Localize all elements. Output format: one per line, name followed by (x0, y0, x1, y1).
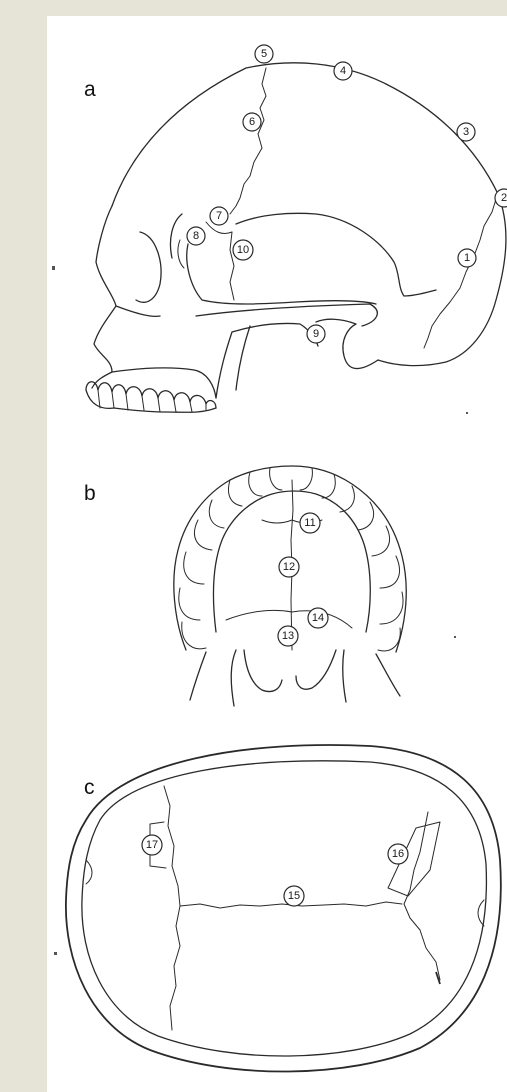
marker-2-label: 2 (501, 192, 507, 204)
temporal-contour (236, 213, 436, 296)
marker-3-label: 3 (463, 126, 469, 138)
calvaria-top-view: c 15 16 17 (54, 745, 501, 1072)
marker-9-label: 9 (313, 328, 319, 340)
panel-letter-a: a (84, 78, 96, 101)
marker-3: 3 (457, 123, 475, 141)
squamosal-suture (230, 232, 234, 300)
cranial-vault-outline (112, 63, 506, 366)
transverse-palatine-suture (226, 610, 352, 628)
upper-teeth (86, 382, 216, 413)
calvaria-inner-rim (82, 761, 487, 1056)
marker-1: 1 (458, 249, 476, 267)
coronal-suture-top (164, 786, 180, 1030)
posterior-palate-lines (190, 650, 400, 706)
marker-12: 12 (279, 557, 299, 577)
marker-13: 13 (278, 626, 298, 646)
marker-7: 7 (210, 207, 228, 225)
marker-4: 4 (334, 62, 352, 80)
occipital-base-outline (316, 319, 378, 368)
face-outline (92, 206, 116, 388)
marker-13-label: 13 (282, 630, 294, 642)
marker-17-label: 17 (146, 839, 158, 851)
marker-16: 16 (388, 844, 408, 864)
marker-1-label: 1 (464, 252, 470, 264)
palate-view: b 11 12 13 14 (84, 466, 456, 706)
marker-6: 6 (243, 113, 261, 131)
marker-9: 9 (307, 325, 325, 343)
marker-14-label: 14 (312, 612, 324, 624)
zygomatic-outline (187, 244, 378, 326)
marker-10-label: 10 (237, 244, 249, 256)
marker-17: 17 (142, 835, 162, 855)
marker-8: 8 (187, 227, 205, 245)
marker-8-label: 8 (193, 230, 199, 242)
marker-11: 11 (300, 513, 320, 533)
coronal-suture (230, 68, 266, 214)
marker-4-label: 4 (340, 65, 346, 77)
skull-lateral-view: a 1 (52, 45, 507, 414)
marker-14: 14 (308, 608, 328, 628)
lambdoid-suture-top (404, 812, 440, 980)
panel-letter-c: c (84, 776, 95, 799)
skull-diagram: a 1 (47, 16, 507, 1092)
marker-15: 15 (284, 886, 304, 906)
marker-5-label: 5 (261, 48, 267, 60)
marker-16-label: 16 (392, 848, 404, 860)
marker-11-label: 11 (304, 517, 315, 529)
calvaria-outer-rim (66, 745, 501, 1072)
marker-6-label: 6 (249, 116, 255, 128)
marker-10: 10 (233, 240, 253, 260)
marker-15-label: 15 (288, 890, 300, 902)
marker-7-label: 7 (216, 210, 222, 222)
panel-letter-b: b (84, 482, 96, 505)
marker-5: 5 (255, 45, 273, 63)
marker-2: 2 (495, 189, 507, 207)
orbit-outline (136, 214, 182, 302)
maxilla-outline (112, 306, 216, 398)
figure-panel: a 1 (47, 16, 507, 1092)
marker-12-label: 12 (283, 561, 295, 573)
sphenoid-lines (178, 222, 232, 268)
mandible-outline (216, 323, 318, 398)
teeth-left (179, 468, 282, 649)
